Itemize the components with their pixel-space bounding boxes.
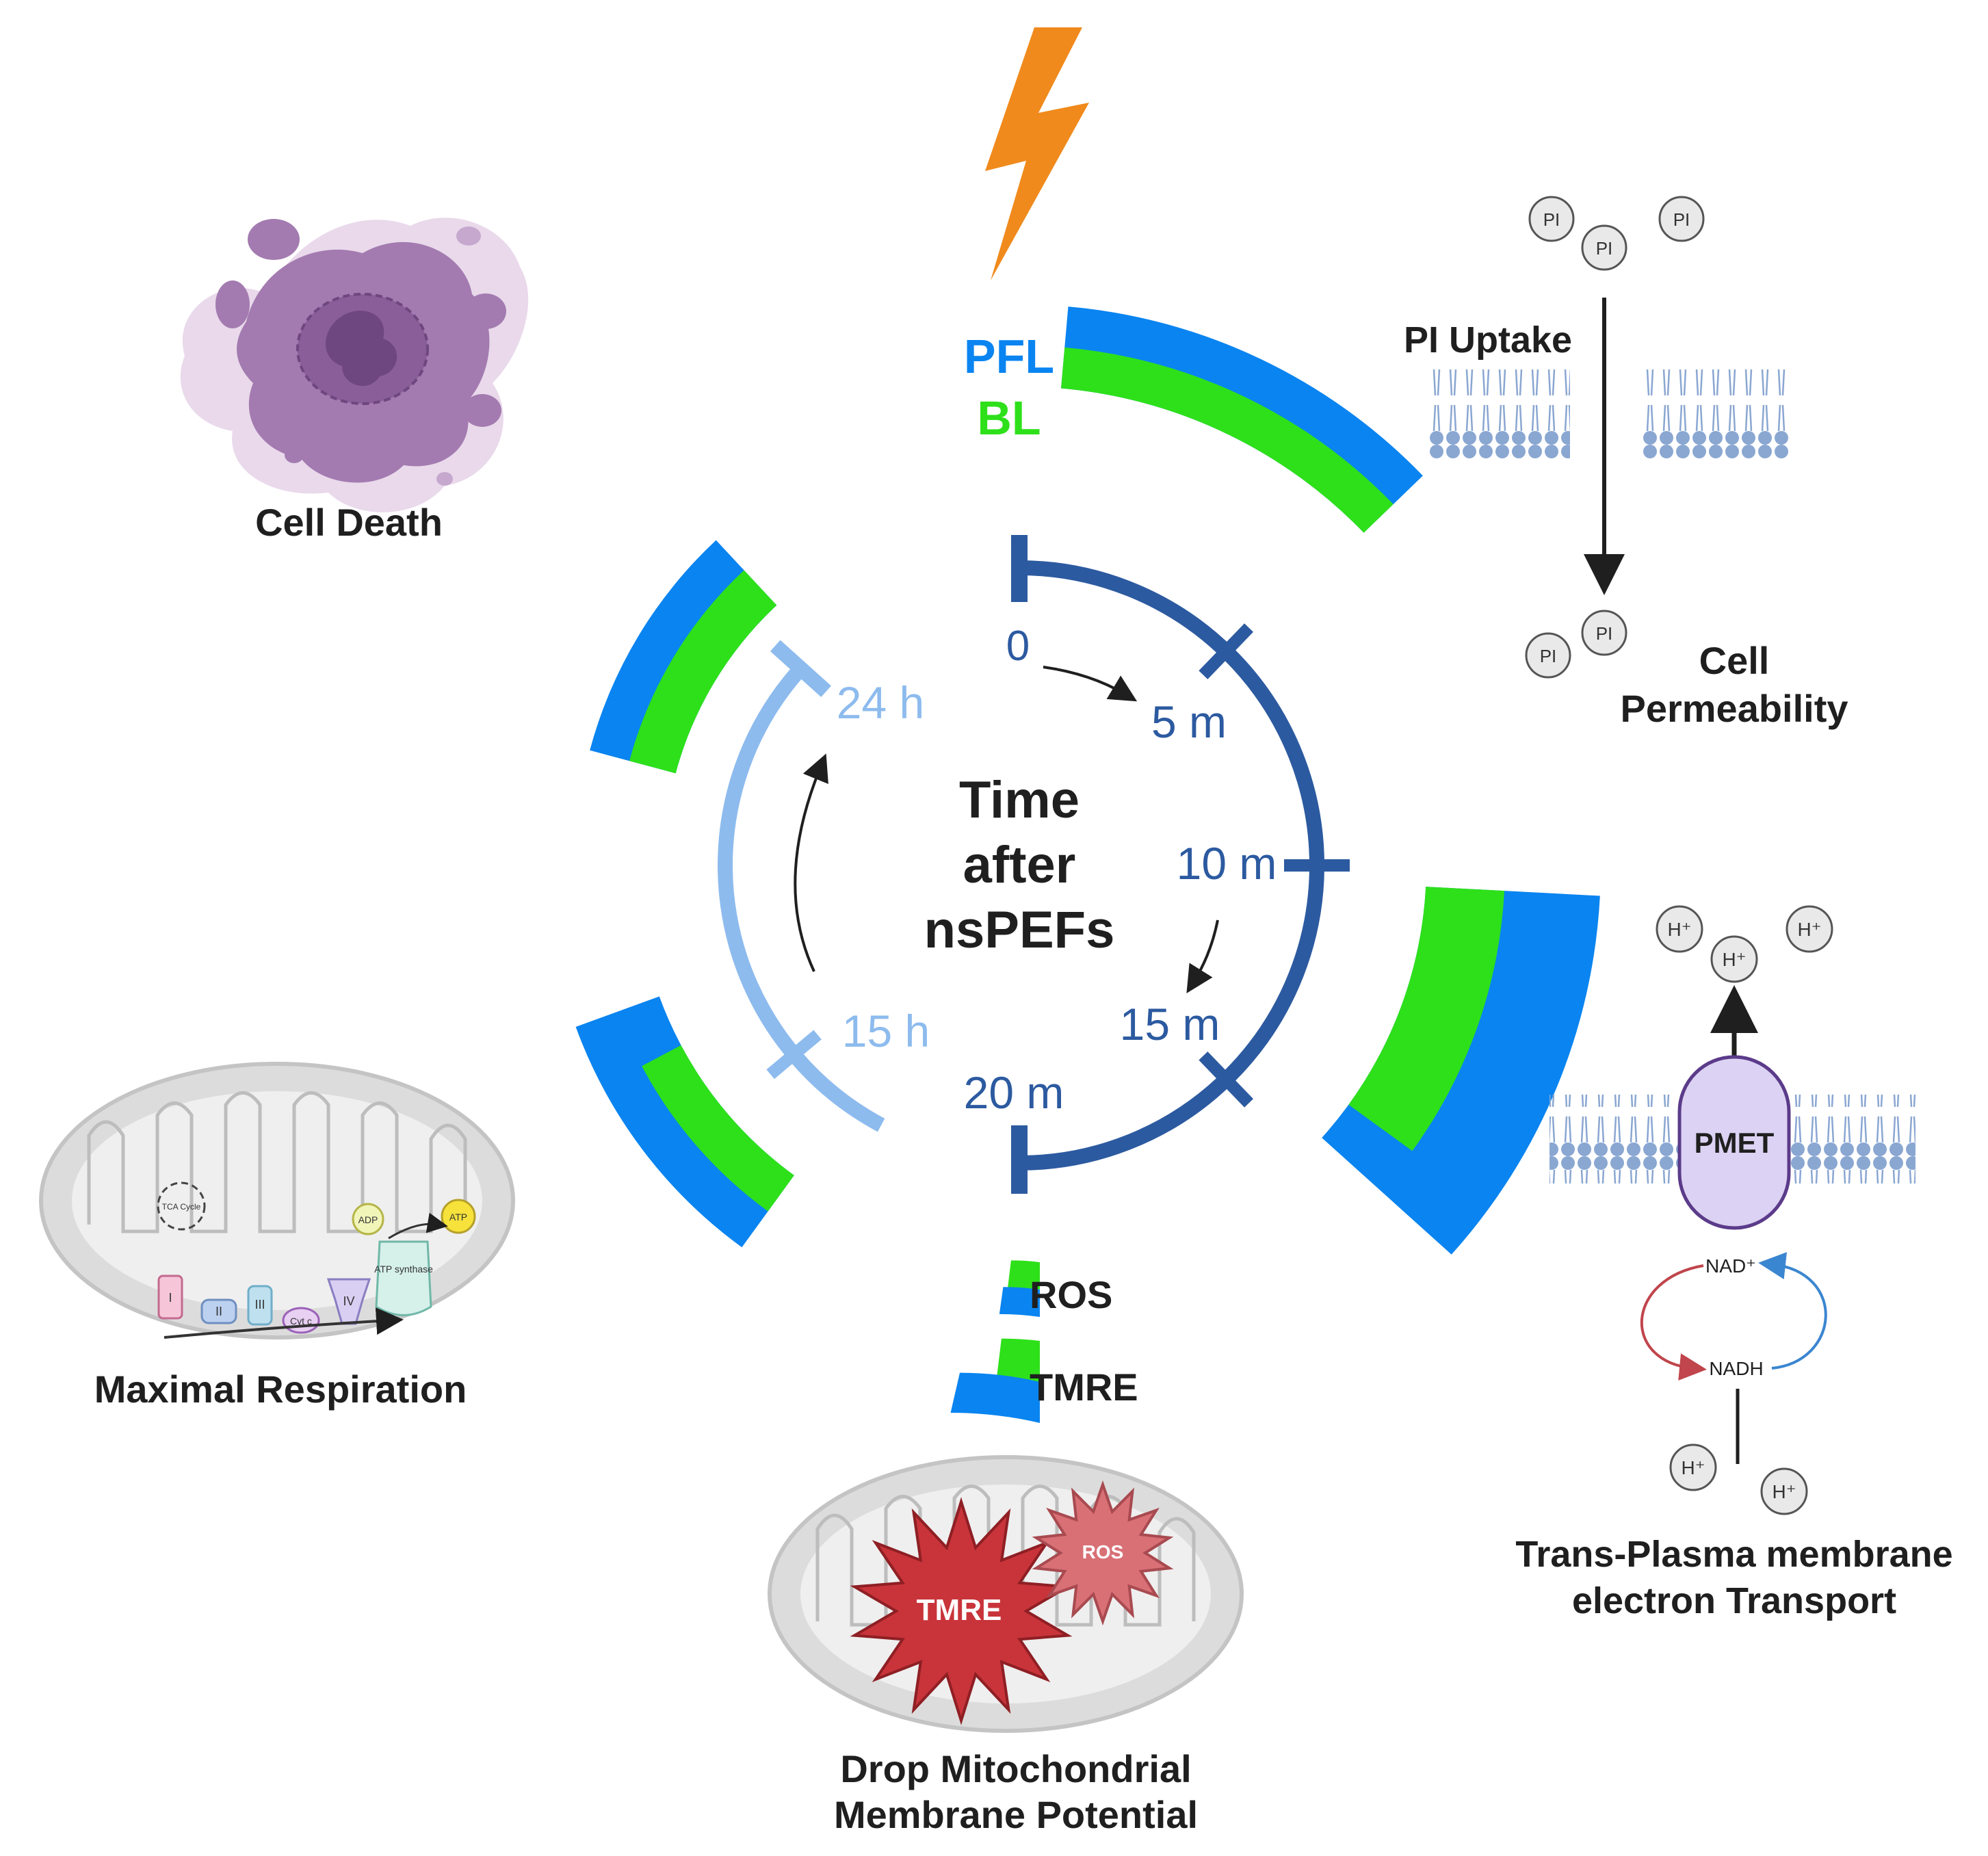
cyt-c-label: Cyt c [290, 1316, 312, 1326]
progress-arrow-15h-24h [794, 753, 828, 972]
pmet-label: PMET [1695, 1127, 1775, 1159]
tick-24h [770, 640, 831, 697]
complex-i-label: I [168, 1291, 172, 1305]
drop-mmp-label-2: Membrane Potential [834, 1793, 1198, 1836]
ros-bl-band [1008, 1260, 1040, 1290]
pmet-protein [1677, 1055, 1791, 1230]
pi-label-5: PI [1596, 623, 1613, 644]
center-title-line1: Time [959, 771, 1080, 829]
tpmet-label-1: Trans-Plasma membrane [1515, 1534, 1952, 1575]
drop-mmp-label-1: Drop Mitochondrial [840, 1747, 1191, 1790]
complex-iii-label: III [254, 1298, 265, 1311]
pi-molecules-bottom [1525, 610, 1627, 679]
nadh-to-nad-arrow [1758, 1252, 1827, 1370]
progress-arrow-10-15m [1186, 919, 1219, 993]
h-plus-label-2: H⁺ [1723, 949, 1747, 970]
legend-bl: BL [977, 391, 1041, 445]
ros-pfl-band [999, 1287, 1040, 1317]
bl-band-maximal-respiration [642, 1045, 794, 1212]
pi-label-4: PI [1540, 646, 1557, 666]
timeline-dark-arc [1011, 535, 1350, 1194]
pi-label-2: PI [1596, 238, 1613, 259]
tick-5m [1199, 623, 1253, 679]
h-plus-label-4: H⁺ [1682, 1457, 1705, 1478]
center-title-line2: after [963, 836, 1076, 894]
bl-band-cell-death [629, 570, 777, 774]
tick-15h [766, 1030, 822, 1080]
ros-tmre-bands [950, 1260, 1040, 1423]
membrane-right [1642, 369, 1789, 458]
timeline-light-arc [718, 640, 885, 1132]
pfl-band-pmet [1322, 887, 1600, 1255]
mitochondrion-mmp-icon [768, 1455, 1244, 1733]
cell-permeability-label-2: Permeability [1620, 687, 1848, 730]
bl-band-pmet [1348, 887, 1505, 1151]
lightning-icon [985, 27, 1089, 280]
tpmet-label-2: electron Transport [1572, 1580, 1896, 1621]
pi-molecules-top [1528, 196, 1705, 271]
tmre-bl-band [996, 1338, 1040, 1382]
star-ros-label: ROS [1082, 1541, 1124, 1563]
cell-permeability-label-1: Cell [1699, 639, 1770, 682]
tca-cycle-label: TCA Cycle [162, 1202, 201, 1212]
star-tmre-label: TMRE [917, 1593, 1002, 1627]
bl-band-cell-permeability [1061, 347, 1394, 533]
center-title-line3: nsPEFs [924, 901, 1115, 959]
outer-ring [575, 306, 1600, 1255]
membrane-left [1430, 369, 1570, 458]
tick-label-10m: 10 m [1177, 838, 1277, 889]
mitochondrion-respiration-icon [39, 1062, 515, 1339]
pi-uptake-label: PI Uptake [1404, 319, 1572, 361]
nad-to-nadh-arrow [1640, 1264, 1707, 1381]
adp-label: ADP [358, 1214, 378, 1225]
pi-label-1: PI [1543, 209, 1560, 230]
ros-label: ROS [1030, 1273, 1112, 1316]
atp-synthase-label: ATP synthase [374, 1264, 433, 1275]
tick-label-20m: 20 m [964, 1067, 1064, 1118]
complex-ii-label: II [215, 1305, 222, 1318]
tick-label-0: 0 [1006, 623, 1030, 670]
legend-pfl: PFL [964, 330, 1054, 383]
h-plus-label-5: H⁺ [1773, 1481, 1796, 1502]
tick-label-24h: 24 h [837, 677, 924, 728]
h-plus-label-1: H⁺ [1668, 919, 1692, 940]
h-plus-top [1656, 905, 1833, 983]
tick-label-5m: 5 m [1151, 696, 1227, 747]
tick-label-15m: 15 m [1120, 999, 1220, 1049]
tick-15m [1199, 1051, 1253, 1108]
maximal-respiration-label: Maximal Respiration [94, 1368, 467, 1411]
nadh-label: NADH [1709, 1358, 1763, 1379]
complex-iv-label: IV [343, 1294, 354, 1308]
progress-arrow-0-5m [1043, 666, 1138, 702]
tick-label-15h: 15 h [842, 1006, 930, 1056]
pi-label-3: PI [1673, 209, 1690, 230]
apoptotic-cell-icon [180, 218, 529, 512]
h-plus-bottom [1669, 1443, 1808, 1515]
nad-label: NAD⁺ [1705, 1255, 1756, 1277]
cell-death-label: Cell Death [255, 501, 443, 544]
h-plus-label-3: H⁺ [1798, 919, 1822, 940]
tmre-pfl-band [950, 1372, 1040, 1423]
tmre-label: TMRE [1030, 1365, 1138, 1409]
atp-label: ATP [449, 1212, 467, 1223]
ros-burst-icon [1032, 1480, 1174, 1626]
tmre-burst-icon [850, 1497, 1073, 1725]
